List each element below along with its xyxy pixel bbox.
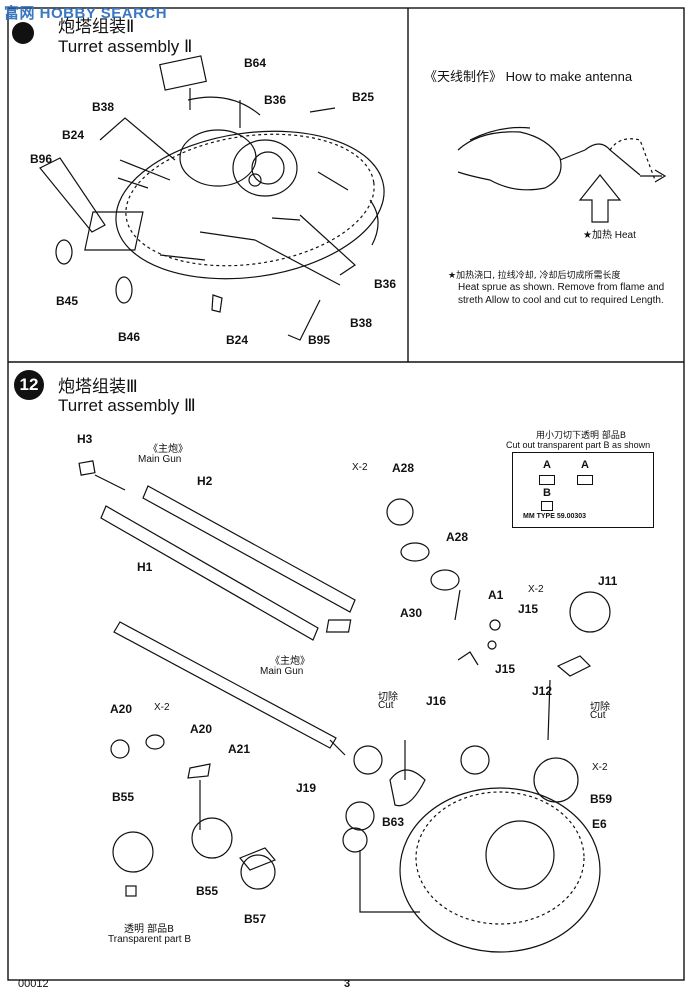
part-label: B64 (244, 56, 267, 70)
quantity-x2: X-2 (352, 462, 368, 473)
page-number: 3 (344, 978, 351, 990)
stamp-type: MM TYPE 59.00303 (523, 513, 587, 520)
part-label: H3 (77, 432, 93, 446)
part-label: J11 (598, 574, 618, 588)
antenna-instr-en-2: streth Allow to cool and cut to required… (458, 295, 664, 306)
part-label: B25 (352, 90, 375, 104)
part-label: B36 (374, 277, 397, 291)
quantity-x2: X-2 (592, 762, 608, 773)
part-label: B38 (350, 316, 373, 330)
part-label: B38 (92, 100, 115, 114)
part-label: B59 (590, 792, 613, 806)
cut-label-en: Cut (378, 700, 394, 711)
part-label: B55 (112, 790, 135, 804)
stamp-part-shape (577, 475, 593, 485)
antenna-title: 《天线制作》 How to make antenna (424, 66, 632, 85)
sprue-stamp-box: A A B MM TYPE 59.00303 (512, 452, 654, 528)
part-label: B24 (62, 128, 85, 142)
stamp-caption-cn: 用小刀切下透明 部品B (536, 431, 627, 441)
heat-label-en: Heat (614, 230, 636, 241)
part-label: B46 (118, 330, 141, 344)
step-12-title-cn: 炮塔组装Ⅲ (58, 377, 138, 397)
watermark-logo: 富网 HOBBY SEARCH (4, 5, 168, 22)
cut-label-cn: 切除 (378, 692, 398, 703)
antenna-instr-cn: ★加热浇口, 拉线冷却, 冷却后切成所需长度 (448, 271, 621, 281)
antenna-instr-en-1: Heat sprue as shown. Remove from flame a… (458, 282, 665, 293)
part-label: J15 (495, 662, 516, 676)
stamp-letter-a: A (581, 459, 589, 471)
part-label: A20 (110, 702, 133, 716)
step-12-badge: 12 (14, 370, 44, 400)
part-label: H2 (197, 474, 213, 488)
heat-label-cn: ★加热 (583, 230, 612, 241)
part-label: A28 (392, 461, 415, 475)
part-label: J19 (296, 781, 317, 795)
step-12-title-en: Turret assembly Ⅲ (58, 396, 196, 415)
stamp-letter-a: A (543, 459, 551, 471)
part-label: E6 (592, 817, 607, 831)
antenna-title-cn: 《天线制作》 (424, 70, 503, 85)
part-label: J16 (426, 694, 447, 708)
main-gun2-label-en: Main Gun (260, 666, 304, 677)
step-11-title-en: Turret assembly Ⅱ (58, 37, 193, 56)
part-label: J15 (518, 602, 539, 616)
part-label: A20 (190, 722, 213, 736)
quantity-x2: X-2 (154, 702, 170, 713)
part-label: B24 (226, 333, 249, 347)
stamp-letter-b: B (543, 487, 551, 499)
part-label: B36 (264, 93, 287, 107)
part-label: A1 (488, 588, 504, 602)
antenna-title-en: How to make antenna (505, 69, 633, 84)
part-label: B55 (196, 884, 219, 898)
main-gun-label-en: Main Gun (138, 454, 182, 465)
heat-label: ★加热 Heat (583, 226, 636, 241)
transparent-part-en: Transparent part B (108, 934, 192, 945)
part-label: A28 (446, 530, 469, 544)
transparent-part-cn: 透明 部品B (124, 924, 175, 935)
stamp-part-shape (541, 501, 553, 511)
part-label: B96 (30, 152, 53, 166)
part-label: B45 (56, 294, 79, 308)
part-label: H1 (137, 560, 153, 574)
part-label: J12 (532, 684, 553, 698)
cut2-label-en: Cut (590, 710, 606, 721)
stamp-part-shape (539, 475, 555, 485)
part-label: A30 (400, 606, 423, 620)
step-11-title-cn: 炮塔组装Ⅱ (58, 17, 135, 37)
footer-code: 00012 (18, 978, 49, 990)
part-label: B57 (244, 912, 267, 926)
main-gun-label-cn: 《主炮》 (148, 444, 188, 455)
main-gun2-label-cn: 《主炮》 (270, 656, 310, 667)
part-label: A21 (228, 742, 251, 756)
part-label: B95 (308, 333, 331, 347)
cut2-label-cn: 切除 (590, 702, 610, 713)
part-label: B63 (382, 815, 405, 829)
stamp-caption-en: Cut out transparent part B as shown (506, 440, 651, 450)
step-11-badge (12, 22, 34, 44)
quantity-x2: X-2 (528, 584, 544, 595)
